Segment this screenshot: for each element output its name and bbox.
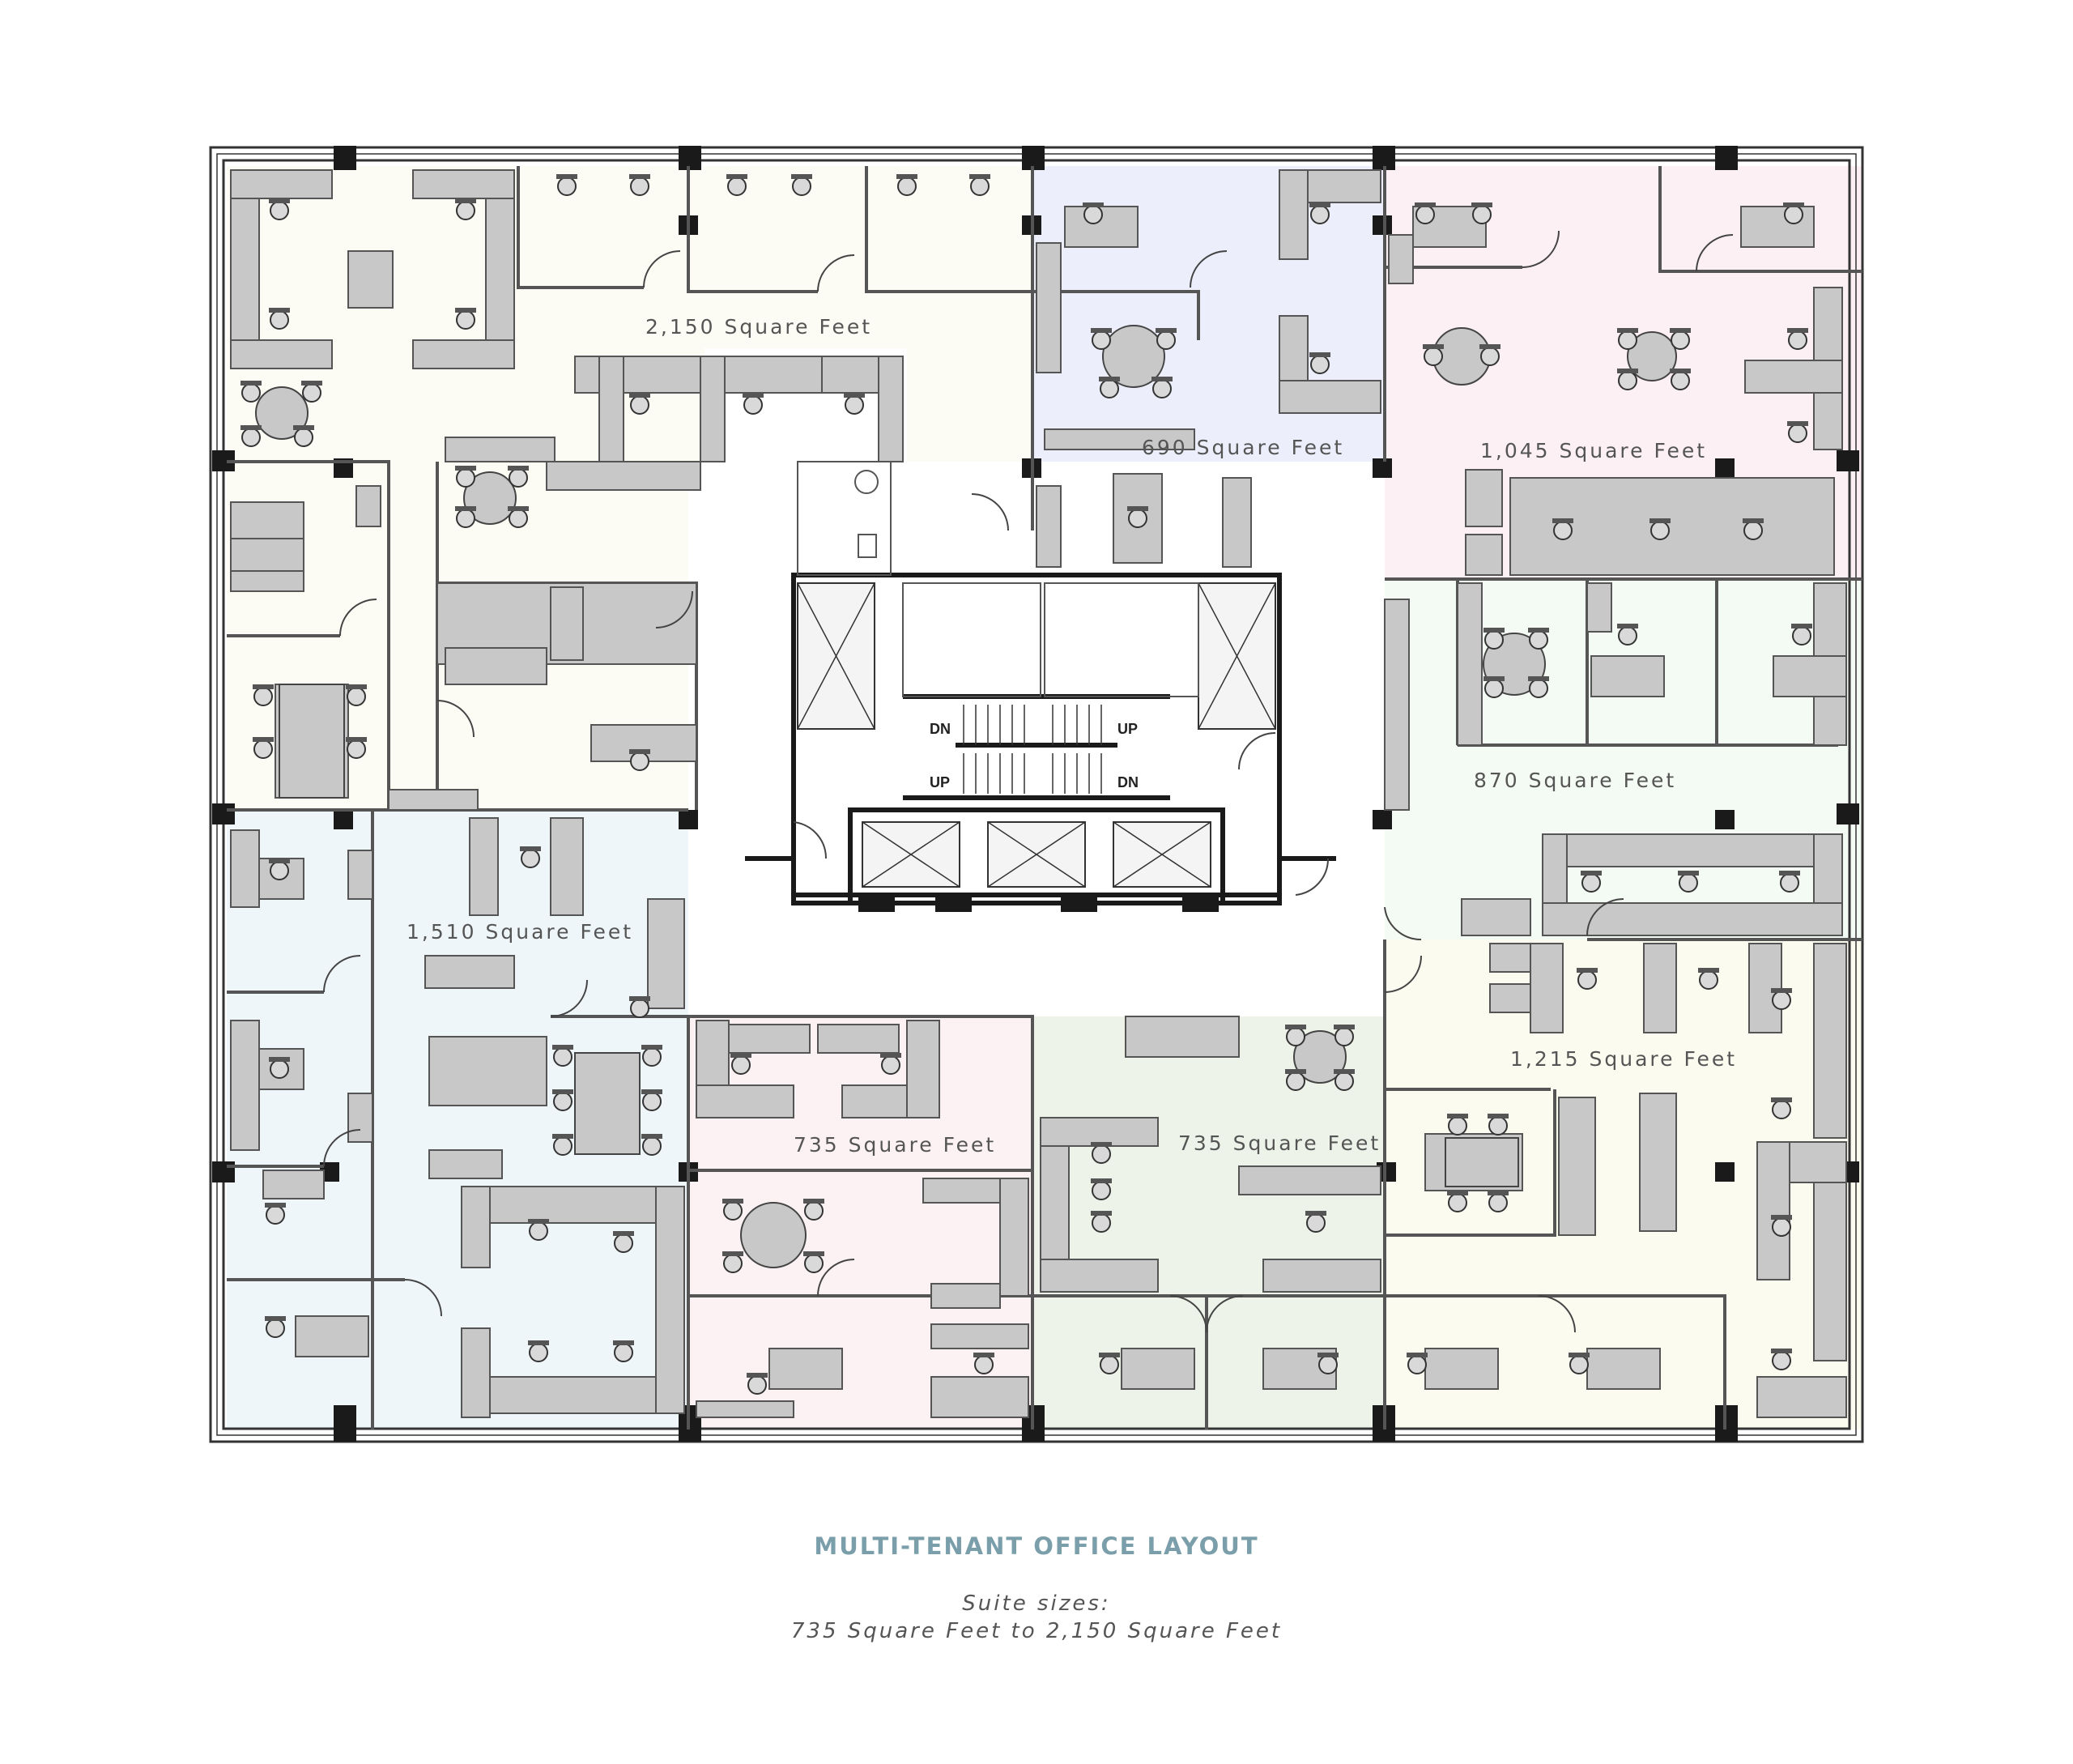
door-swings [323, 230, 1734, 1333]
stair-label-up-top: UP [1117, 721, 1138, 737]
caption-suite-sizes-label: Suite sizes: [962, 1591, 1111, 1616]
suite-label-870: 870 Square Feet [1474, 769, 1676, 792]
suite-label-690: 690 Square Feet [1142, 436, 1344, 459]
suite-label-1215: 1,215 Square Feet [1510, 1047, 1737, 1071]
suite-label-1510: 1,510 Square Feet [407, 920, 633, 944]
building-core: DN UP UP DN [745, 461, 1336, 912]
suite-label-1045: 1,045 Square Feet [1480, 439, 1707, 462]
tables [255, 325, 1677, 1268]
suite-label-2150: 2,150 Square Feet [645, 315, 872, 339]
stair-label-dn-bottom: DN [1117, 774, 1139, 790]
suite-label-735-left: 735 Square Feet [794, 1133, 996, 1157]
stair-label-dn-top: DN [930, 721, 951, 737]
suite-label-735-right: 735 Square Feet [1178, 1131, 1381, 1155]
interior-walls [227, 166, 1862, 1430]
caption-title: MULTI-TENANT OFFICE LAYOUT [814, 1532, 1259, 1560]
suite-labels: 2,150 Square Feet 690 Square Feet 1,045 … [407, 315, 1737, 1157]
caption-suite-sizes-range: 735 Square Feet to 2,150 Square Feet [790, 1619, 1283, 1643]
stair-label-up-bottom: UP [930, 774, 950, 790]
